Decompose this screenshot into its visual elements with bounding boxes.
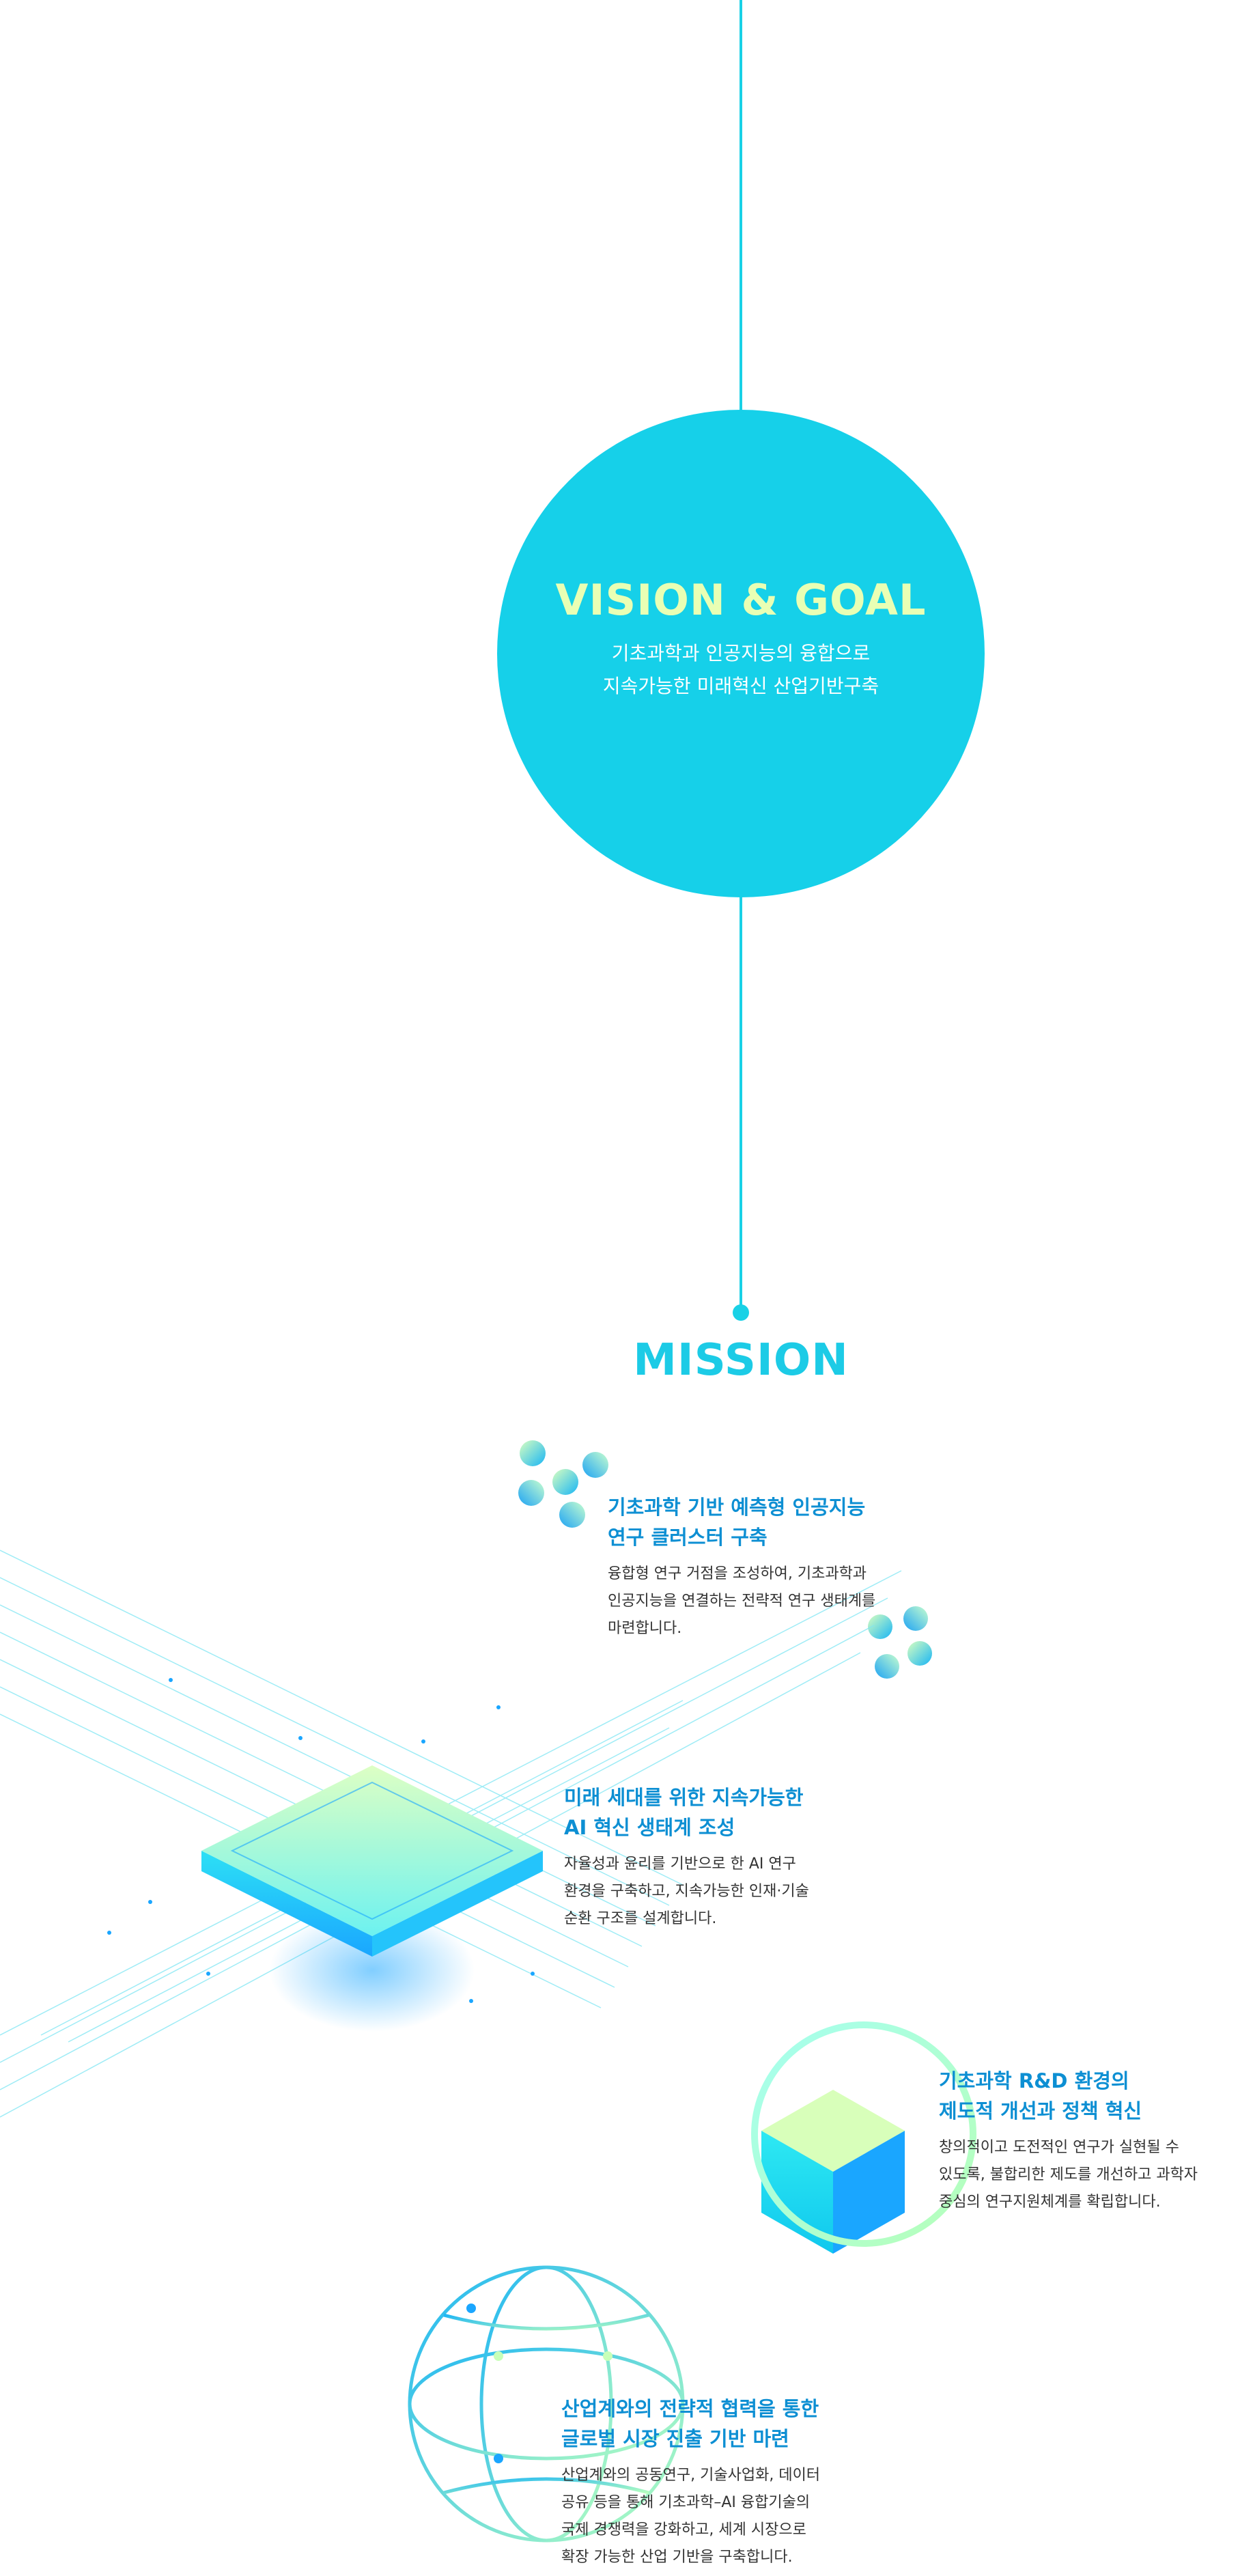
mission-desc-line: 융합형 연구 거점을 조성하여, 기초과학과 bbox=[608, 1565, 867, 1582]
vision-line: 기초과학과 인공지능의 융합으로 bbox=[611, 641, 871, 664]
vision-title: VISION & GOAL bbox=[555, 574, 927, 625]
connector-line-bottom bbox=[740, 888, 742, 1311]
mission-item-title: 기초과학 R&D 환경의 제도적 개선과 정책 혁신 bbox=[939, 2066, 1239, 2126]
mission-desc-line: 공유 등을 통해 기초과학–AI 융합기술의 bbox=[561, 2494, 811, 2511]
mission-desc-line: 인공지능을 연결하는 전략적 연구 생태계를 bbox=[608, 1593, 876, 1610]
mission-title-line: 미래 세대를 위한 지속가능한 bbox=[564, 1786, 804, 1809]
globe-icon bbox=[408, 2265, 685, 2543]
mission-title: MISSION bbox=[633, 1335, 849, 1386]
mission-title-line: 연구 클러스터 구축 bbox=[608, 1526, 768, 1549]
mission-desc-line: 환경을 구축하고, 지속가능한 인재·기술 bbox=[564, 1883, 809, 1900]
isometric-chip-icon bbox=[0, 1550, 902, 2118]
mission-item-title: 미래 세대를 위한 지속가능한 AI 혁신 생태계 조성 bbox=[564, 1782, 919, 1843]
mission-item: 미래 세대를 위한 지속가능한 AI 혁신 생태계 조성 자율성과 윤리를 기반… bbox=[564, 1782, 919, 1933]
mission-desc-line: 국제 경쟁력을 강화하고, 세계 시장으로 bbox=[561, 2521, 806, 2538]
vision-line: 지속가능한 미래혁신 산업기반구축 bbox=[602, 674, 879, 697]
connector-dot bbox=[733, 1304, 749, 1321]
mission-title-line: 제도적 개선과 정책 혁신 bbox=[939, 2099, 1142, 2123]
mission-item: 기초과학 기반 예측형 인공지능 연구 클러스터 구축 융합형 연구 거점을 조… bbox=[608, 1492, 963, 1642]
mission-item-desc: 창의적이고 도전적인 연구가 실현될 수 있도록, 불합리한 제도를 개선하고 … bbox=[939, 2134, 1239, 2216]
molecule-dots-icon bbox=[518, 1440, 608, 1528]
mission-desc-line: 마련합니다. bbox=[608, 1620, 682, 1637]
mission-item-desc: 산업계와의 공동연구, 기술사업화, 데이터 공유 등을 통해 기초과학–AI … bbox=[561, 2462, 916, 2571]
mission-desc-line: 확장 가능한 산업 기반을 구축합니다. bbox=[561, 2549, 793, 2566]
molecule-dots-icon bbox=[868, 1606, 932, 1679]
mission-desc-line: 순환 구조를 설계합니다. bbox=[564, 1910, 717, 1927]
mission-item-title: 기초과학 기반 예측형 인공지능 연구 클러스터 구축 bbox=[608, 1492, 963, 1552]
mission-desc-line: 자율성과 윤리를 기반으로 한 AI 연구 bbox=[564, 1856, 796, 1873]
mission-item-desc: 융합형 연구 거점을 조성하여, 기초과학과 인공지능을 연결하는 전략적 연구… bbox=[608, 1560, 963, 1642]
mission-title-line: AI 혁신 생태계 조성 bbox=[564, 1816, 735, 1839]
mission-title-line: 산업계와의 전략적 협력을 통한 bbox=[561, 2397, 819, 2420]
isometric-cube-ring-icon bbox=[751, 2021, 976, 2254]
mission-desc-line: 산업계와의 공동연구, 기술사업화, 데이터 bbox=[561, 2467, 821, 2484]
mission-title-line: 기초과학 R&D 환경의 bbox=[939, 2069, 1129, 2092]
mission-item: 기초과학 R&D 환경의 제도적 개선과 정책 혁신 창의적이고 도전적인 연구… bbox=[939, 2066, 1239, 2216]
mission-title-line: 기초과학 기반 예측형 인공지능 bbox=[608, 1496, 866, 1519]
mission-item-desc: 자율성과 윤리를 기반으로 한 AI 연구 환경을 구축하고, 지속가능한 인재… bbox=[564, 1851, 919, 1933]
connector-line-top bbox=[740, 0, 742, 417]
vision-circle: VISION & GOAL 기초과학과 인공지능의 융합으로 지속가능한 미래혁… bbox=[497, 410, 985, 897]
mission-desc-line: 있도록, 불합리한 제도를 개선하고 과학자 bbox=[939, 2166, 1198, 2183]
mission-item: 산업계와의 전략적 협력을 통한 글로벌 시장 진출 기반 마련 산업계와의 공… bbox=[561, 2394, 916, 2571]
mission-title-line: 글로벌 시장 진출 기반 마련 bbox=[561, 2427, 789, 2450]
mission-desc-line: 창의적이고 도전적인 연구가 실현될 수 bbox=[939, 2139, 1179, 2156]
mission-desc-line: 중심의 연구지원체계를 확립합니다. bbox=[939, 2194, 1161, 2211]
mission-item-title: 산업계와의 전략적 협력을 통한 글로벌 시장 진출 기반 마련 bbox=[561, 2394, 916, 2454]
vision-subtitle: 기초과학과 인공지능의 융합으로 지속가능한 미래혁신 산업기반구축 bbox=[603, 637, 879, 703]
